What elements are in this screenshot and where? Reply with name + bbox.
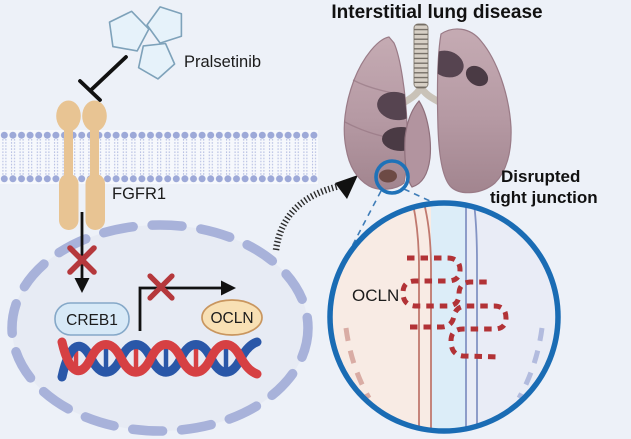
- red-x-icon: [147, 273, 175, 301]
- disrupted-heading-line1: Disrupted: [501, 167, 580, 186]
- transcription-arrowhead-icon: [221, 280, 236, 296]
- ocln-gene: OCLN: [201, 299, 263, 336]
- inhibition-bar-icon: [78, 55, 128, 102]
- tight-junction-contents: [330, 203, 558, 431]
- right-lung-lesions: [437, 50, 489, 87]
- trachea-rings: [414, 24, 428, 88]
- drug-pentagon-icon: [146, 6, 183, 44]
- figure-title: Interstitial lung disease: [331, 2, 542, 23]
- creb1-label: CREB1: [66, 312, 118, 329]
- receptor-label: FGFR1: [112, 185, 166, 203]
- cell-membrane: [0, 130, 318, 184]
- magnifier-circle-icon: [374, 159, 410, 195]
- disrupted-heading-line2: tight junction: [490, 188, 598, 207]
- lesion-patch: [382, 127, 408, 151]
- red-x-icon: [67, 245, 97, 275]
- cone-line: [348, 190, 382, 253]
- disrupted-ocln-squiggle: [400, 255, 509, 360]
- drug-label: Pralsetinib: [184, 53, 261, 71]
- lesion-spot: [379, 169, 397, 183]
- transcription-arrow-line: [138, 286, 221, 331]
- dna-strand-red: [57, 337, 262, 379]
- receptor-kinase-domain: [85, 174, 105, 230]
- ocln-oval: [201, 299, 263, 336]
- receptor-stem: [90, 126, 99, 182]
- drug-pentagon-icon: [108, 10, 150, 52]
- creb1-transcription-factor: CREB1: [54, 302, 130, 336]
- dna-helix: [57, 337, 262, 382]
- pralsetinib-molecules: [108, 6, 183, 80]
- nucleus: [7, 220, 313, 436]
- adjacent-structure-dashed: [516, 327, 545, 400]
- lipid-bilayer-pattern: [0, 130, 318, 184]
- coil-arrow-body: [272, 182, 341, 251]
- adjacent-structure-dashed: [343, 327, 372, 400]
- zoom-circle-border: [327, 200, 561, 434]
- receptor-ecto-domain: [56, 100, 81, 132]
- tight-junction-zoom: OCLN: [327, 200, 561, 434]
- cell1-membrane-lines: [412, 203, 432, 431]
- nuclear-envelope-dashed: [7, 220, 313, 436]
- creb1-pill: [54, 302, 130, 336]
- coil-arrow: [272, 175, 358, 251]
- ocln-gene-label: OCLN: [210, 310, 253, 327]
- blocked-signal-arrow: [67, 212, 97, 293]
- intercellular-space: [431, 203, 466, 431]
- lesion-patch: [437, 50, 464, 78]
- drug-pentagon-icon: [137, 42, 176, 80]
- medial-lobe-flap: [404, 100, 432, 188]
- lesion-patch: [465, 65, 489, 87]
- fgfr1-receptor: [56, 100, 107, 230]
- signal-arrowhead-icon: [74, 278, 90, 293]
- receptor-kinase-domain: [59, 174, 79, 230]
- receptor-ecto-domain: [82, 100, 107, 132]
- receptor-stem: [64, 126, 73, 182]
- blocked-transcription-arrow: [138, 273, 236, 331]
- ocln-protein-label: OCLN: [352, 286, 399, 305]
- lungs-illustration: [343, 28, 512, 194]
- nucleus-body: [12, 225, 308, 431]
- coil-arrowhead-icon: [335, 175, 358, 199]
